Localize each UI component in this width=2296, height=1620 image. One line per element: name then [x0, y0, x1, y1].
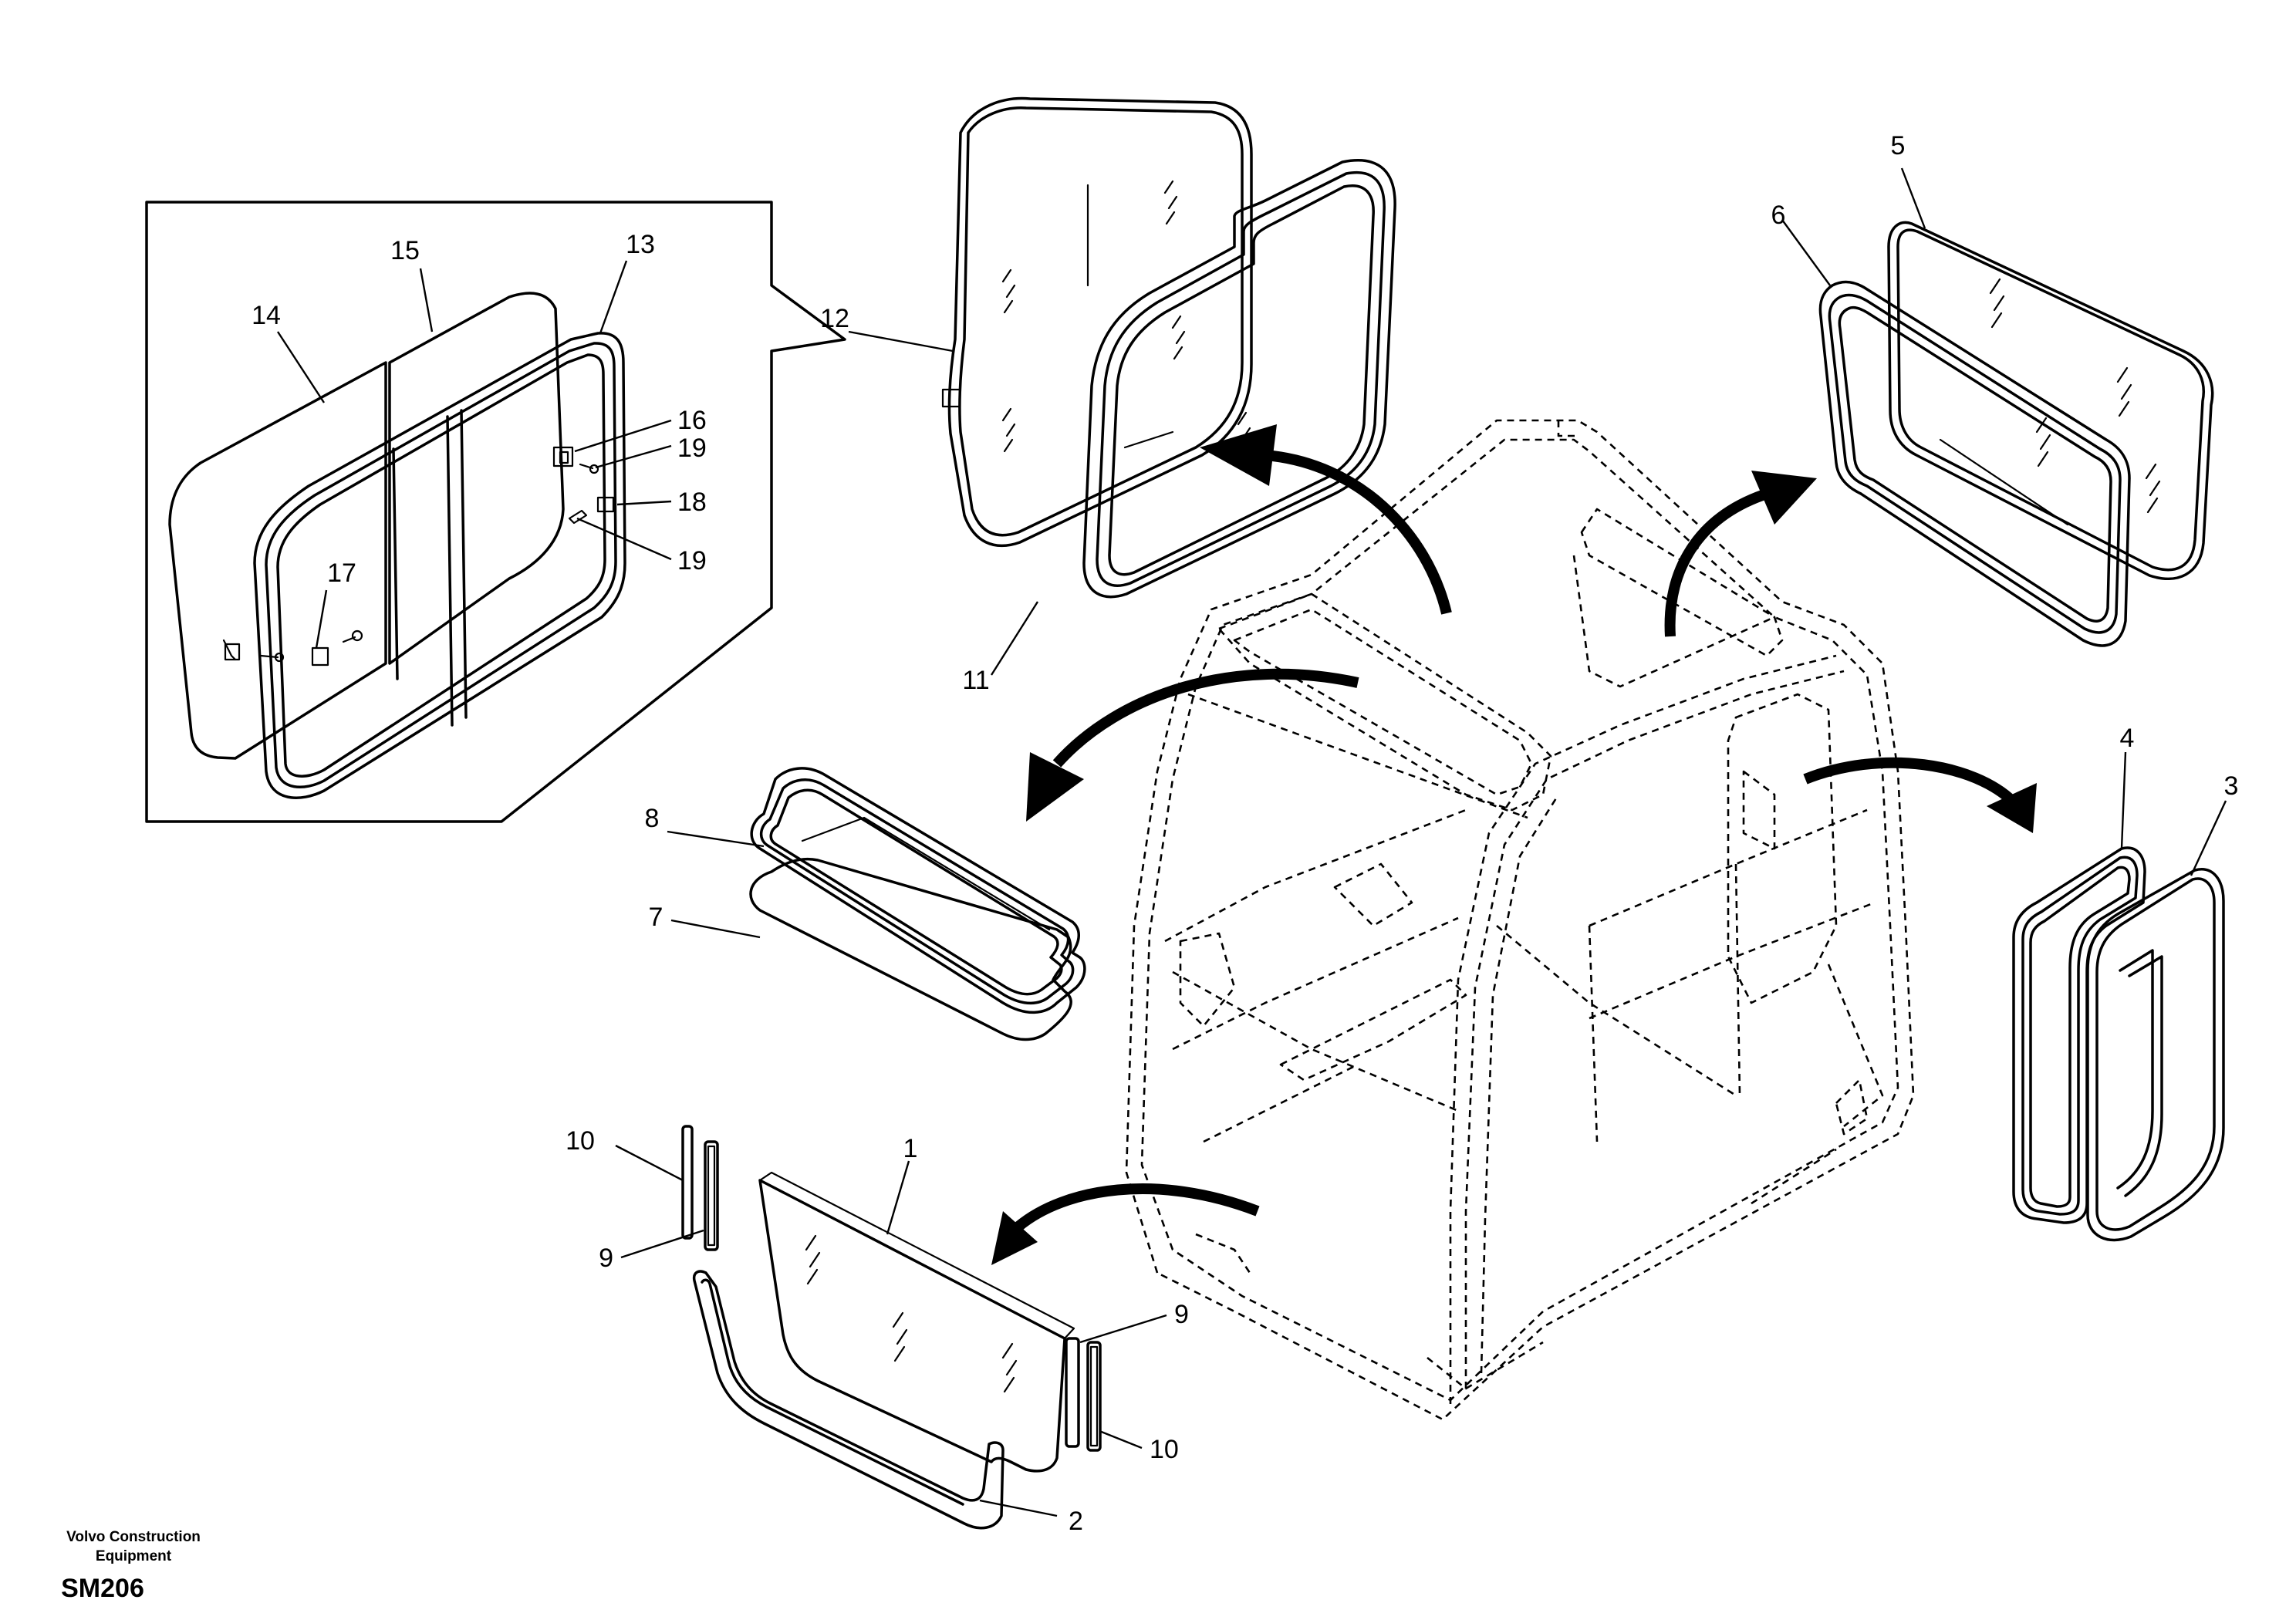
callout-19-lower: 19 [677, 546, 707, 575]
door-seal-11 [1082, 159, 1396, 599]
rear-seal-6 [1818, 280, 2131, 647]
strip-9-right [1065, 1337, 1080, 1448]
callout-11: 11 [962, 666, 989, 695]
callout-3: 3 [2224, 771, 2239, 801]
callout-12: 12 [820, 304, 849, 333]
callout-7: 7 [649, 903, 663, 932]
inset-glass-15 [388, 292, 565, 665]
footer-diagram-code: SM206 [61, 1574, 144, 1603]
callout-15: 15 [390, 236, 420, 265]
callout-14: 14 [252, 301, 281, 330]
callout-17: 17 [327, 559, 356, 588]
front-lower-glass-1 [758, 1171, 1075, 1473]
callout-4: 4 [2120, 724, 2135, 753]
callout-18: 18 [677, 488, 707, 517]
callout-9-left: 9 [599, 1244, 613, 1273]
callout-9-right: 9 [1174, 1300, 1189, 1329]
roof-seal-8 [750, 767, 1086, 1014]
side-seal-4 [2012, 846, 2146, 1224]
callout-10-left: 10 [566, 1126, 595, 1156]
callout-labels: 1 2 3 4 5 6 7 8 9 9 10 10 11 12 13 14 15… [252, 131, 2238, 1536]
footer-company-name: Volvo Construction Equipment [66, 1529, 201, 1564]
front-lower-seal-2 [692, 1270, 1004, 1530]
strip-9-left [704, 1140, 719, 1251]
inset-seal-frame-13 [253, 332, 626, 799]
callout-5: 5 [1891, 131, 1906, 160]
callout-10-right: 10 [1150, 1435, 1179, 1464]
callout-19-upper: 19 [677, 434, 707, 463]
callout-1: 1 [903, 1134, 918, 1163]
callout-2: 2 [1069, 1507, 1083, 1536]
callout-13: 13 [626, 230, 655, 259]
strip-10-left [681, 1125, 694, 1240]
callout-16: 16 [677, 406, 707, 435]
callout-6: 6 [1771, 201, 1786, 230]
cab-frame-phantom [1125, 419, 1915, 1421]
callout-8: 8 [645, 804, 660, 833]
strip-10-right [1086, 1341, 1102, 1452]
rear-glass-5 [1887, 221, 2214, 580]
inset-small-parts [259, 446, 615, 667]
leader-lines [276, 167, 2227, 1517]
detail-inset-box [145, 201, 846, 823]
door-glass-12 [941, 96, 1253, 548]
assembly-arrows [991, 424, 2037, 1265]
